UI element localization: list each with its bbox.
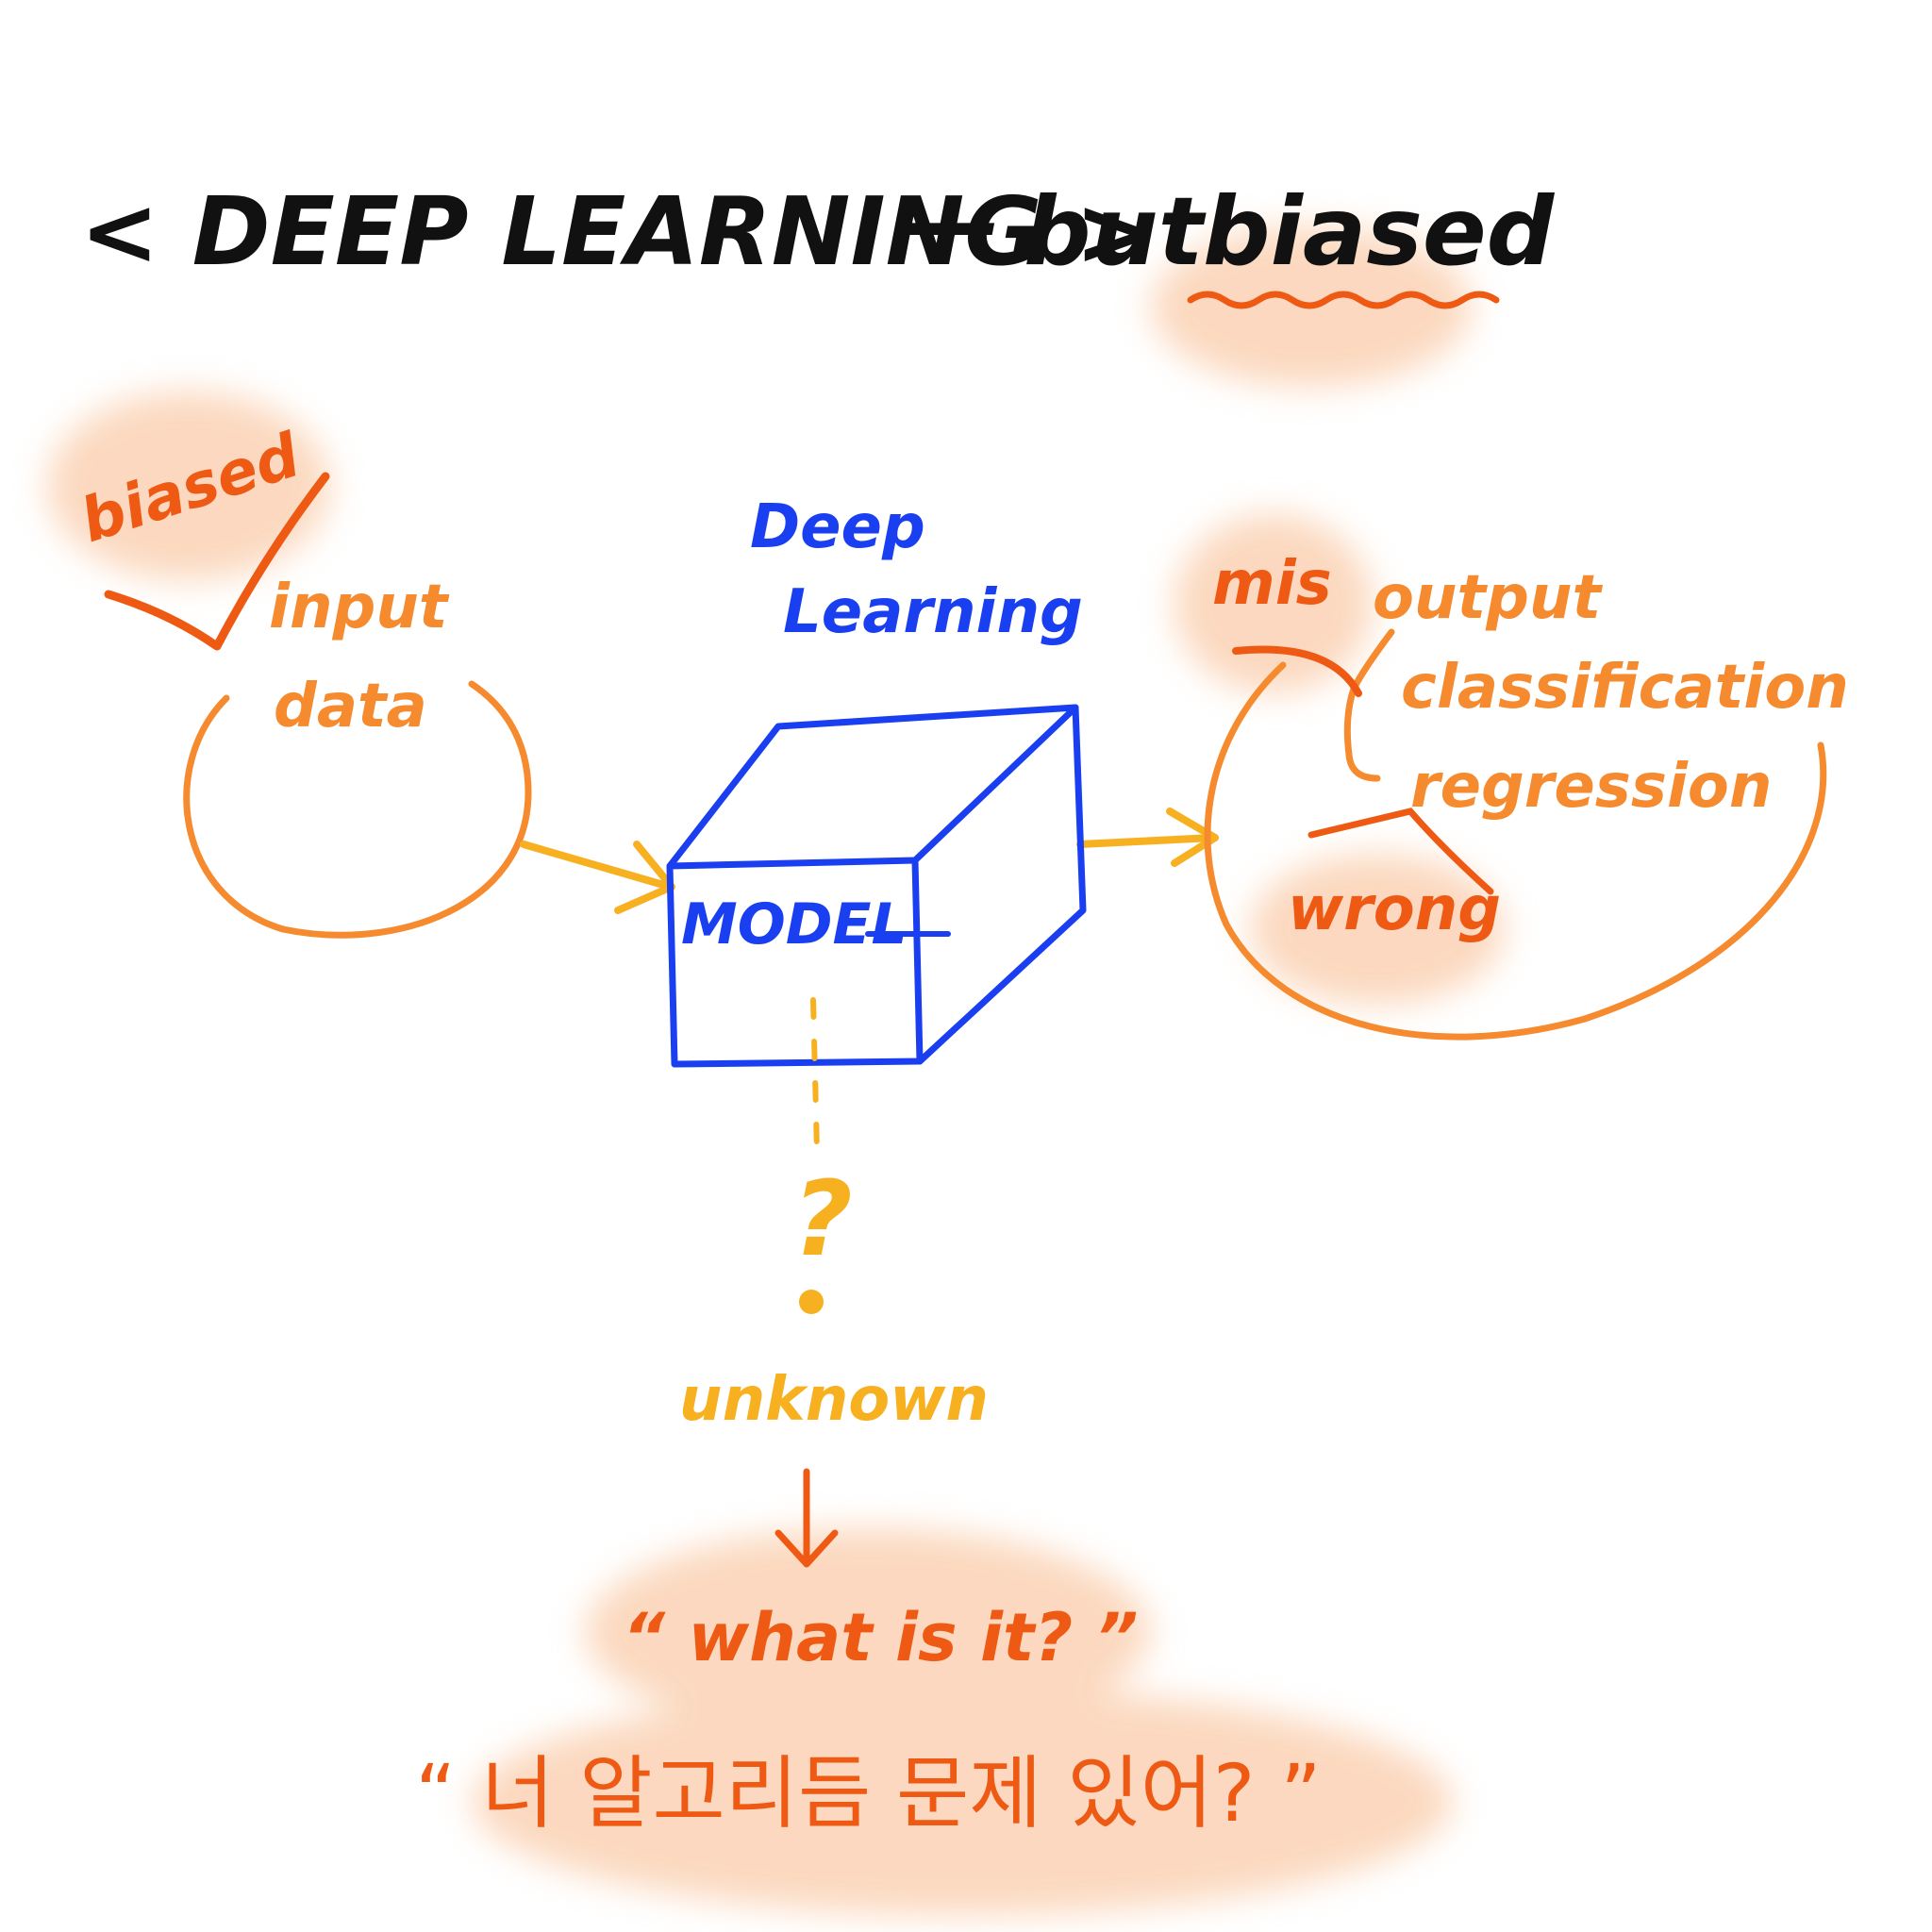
highlight-input-biased (47, 391, 330, 580)
model-group: Deep Learning MODEL (666, 492, 1087, 1068)
model-cube (666, 704, 1087, 1068)
unknown-group: ? unknown (679, 997, 989, 1568)
mis-pointer (1232, 645, 1362, 697)
question-mark: ? (792, 1158, 853, 1279)
unknown-label: unknown (679, 1365, 989, 1435)
arrow-model-to-output (1076, 834, 1216, 848)
highlight-what-is-it (585, 1528, 1151, 1736)
title-biased-underline (1187, 291, 1500, 309)
title-main: < DEEP LEARNING > (80, 176, 1154, 287)
output-wrong-tag: wrong (1288, 874, 1501, 944)
model-box-label: MODEL (681, 891, 908, 958)
arrow-input-to-model (520, 841, 674, 891)
wrong-pointer (1307, 808, 1494, 895)
arrow-to-question (774, 1468, 839, 1568)
output-circle (1204, 661, 1827, 1041)
highlight-wrong (1250, 854, 1505, 1005)
title-but: but (1024, 176, 1207, 287)
model-heading-line1: Deep (750, 492, 925, 562)
highlight-blobs (47, 226, 1505, 1915)
output-mis-tag: mis (1212, 549, 1332, 619)
questions-group: “ what is it? ” “ 너 알고리듬 문제 있어? ” (415, 1599, 1322, 1840)
dashed-connector (810, 997, 820, 1154)
question-dot (799, 1290, 824, 1314)
question-english: “ what is it? ” (623, 1599, 1139, 1676)
checkmark-icon (104, 472, 330, 651)
title-biased: biased (1203, 176, 1556, 287)
highlight-mis (1174, 514, 1373, 693)
output-item-regression: regression (1410, 752, 1772, 822)
input-circle (183, 680, 532, 939)
input-label-line1: input (269, 573, 450, 642)
model-heading-line2: Learning (783, 577, 1083, 647)
output-group: mis output classification regression wro… (1204, 549, 1849, 1041)
output-item-classification: classification (1401, 653, 1849, 723)
input-label-line2: data (274, 672, 427, 741)
title-group: < DEEP LEARNING > — but biased (80, 167, 1556, 309)
output-heading: output (1373, 563, 1604, 633)
input-group: biased input data (73, 421, 532, 939)
highlight-korean (472, 1689, 1453, 1915)
arrow-model-to-output-head (1166, 808, 1219, 867)
output-bracket (1343, 628, 1395, 782)
question-korean: “ 너 알고리듬 문제 있어? ” (415, 1747, 1322, 1840)
title-dash: — (906, 167, 1000, 277)
